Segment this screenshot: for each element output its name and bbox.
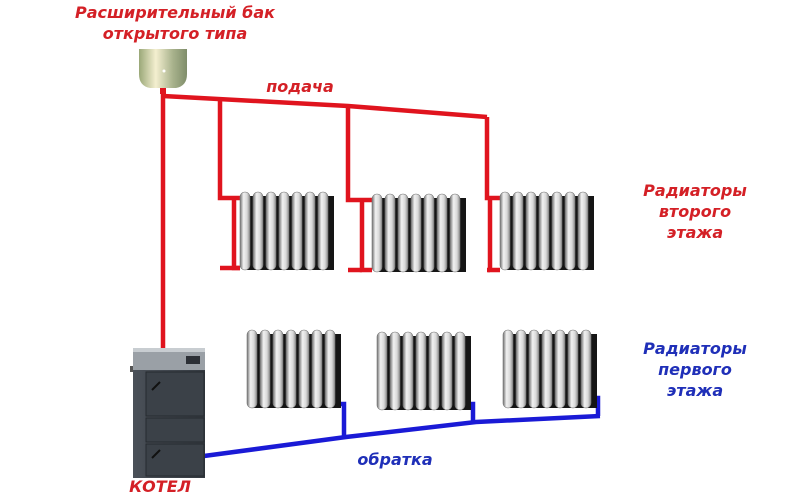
boiler-label: КОТЕЛ bbox=[129, 477, 191, 496]
radiator-section bbox=[259, 329, 271, 409]
upper-radiators-label: Радиаторы второго этажа bbox=[625, 180, 765, 243]
radiator-section bbox=[311, 329, 323, 409]
lower-radiators-label: Радиаторы первого этажа bbox=[625, 338, 765, 401]
tank-label: Расширительный бак открытого типа bbox=[60, 2, 290, 44]
radiator-section bbox=[428, 331, 440, 411]
tank-label-line-2: открытого типа bbox=[102, 24, 248, 43]
radiators bbox=[239, 191, 597, 411]
radiator-section bbox=[410, 193, 422, 273]
radiator-section bbox=[384, 193, 396, 273]
return-label: обратка bbox=[357, 450, 433, 469]
boiler bbox=[130, 348, 205, 478]
radiator-lower-2 bbox=[376, 331, 471, 411]
radiator-section bbox=[528, 329, 540, 409]
radiator-section bbox=[272, 329, 284, 409]
radiator-section bbox=[389, 331, 401, 411]
tank-label-line-1: Расширительный бак bbox=[75, 3, 275, 22]
radiator-section bbox=[397, 193, 409, 273]
radiator-section bbox=[441, 331, 453, 411]
radiator-section bbox=[239, 191, 251, 271]
radiator-section bbox=[515, 329, 527, 409]
supply-pipes bbox=[160, 92, 500, 348]
upper-label-line-1: Радиаторы bbox=[643, 181, 747, 200]
riser-2-upper-bypass bbox=[359, 200, 372, 273]
lower-label-line-2: первого bbox=[658, 360, 732, 379]
radiator-section bbox=[541, 329, 553, 409]
lower-label-line-3: этажа bbox=[666, 381, 724, 400]
upper-label-line-2: второго bbox=[658, 202, 732, 221]
supply-main bbox=[162, 93, 488, 120]
radiator-section bbox=[317, 191, 329, 271]
radiator-section bbox=[449, 193, 461, 273]
radiator-lower-1 bbox=[246, 329, 341, 409]
radiator-section bbox=[499, 191, 511, 271]
upper-label-line-3: этажа bbox=[666, 223, 724, 242]
radiator-section bbox=[278, 191, 290, 271]
return-main bbox=[203, 413, 601, 459]
radiator-section bbox=[252, 191, 264, 271]
radiator-section bbox=[304, 191, 316, 271]
riser-2 bbox=[345, 106, 372, 203]
radiator-section bbox=[554, 329, 566, 409]
expansion-tank bbox=[139, 49, 187, 94]
radiator-section bbox=[415, 331, 427, 411]
radiator-section bbox=[454, 331, 466, 411]
radiator-upper-3 bbox=[499, 191, 594, 271]
radiator-section bbox=[246, 329, 258, 409]
riser-1-upper-bypass bbox=[231, 198, 240, 271]
riser-1 bbox=[217, 98, 240, 201]
radiator-section bbox=[512, 191, 524, 271]
radiator-section bbox=[423, 193, 435, 273]
radiator-upper-1 bbox=[239, 191, 334, 271]
radiator-section bbox=[298, 329, 310, 409]
supply-label: подача bbox=[266, 77, 334, 96]
radiator-section bbox=[285, 329, 297, 409]
radiator-section bbox=[502, 329, 514, 409]
radiator-section bbox=[577, 191, 589, 271]
radiator-section bbox=[538, 191, 550, 271]
radiator-section bbox=[567, 329, 579, 409]
radiator-section bbox=[376, 331, 388, 411]
lower-label-line-1: Радиаторы bbox=[643, 339, 747, 358]
radiator-upper-2 bbox=[371, 193, 466, 273]
riser-3 bbox=[484, 117, 500, 201]
radiator-section bbox=[324, 329, 336, 409]
radiator-section bbox=[564, 191, 576, 271]
radiator-section bbox=[291, 191, 303, 271]
radiator-section bbox=[371, 193, 383, 273]
return-riser-1 bbox=[334, 401, 347, 439]
riser-3-upper-bypass bbox=[487, 198, 500, 273]
radiator-section bbox=[436, 193, 448, 273]
radiator-section bbox=[402, 331, 414, 411]
radiator-section bbox=[551, 191, 563, 271]
radiator-section bbox=[525, 191, 537, 271]
radiator-lower-3 bbox=[502, 329, 597, 409]
radiator-section bbox=[265, 191, 277, 271]
radiator-section bbox=[580, 329, 592, 409]
